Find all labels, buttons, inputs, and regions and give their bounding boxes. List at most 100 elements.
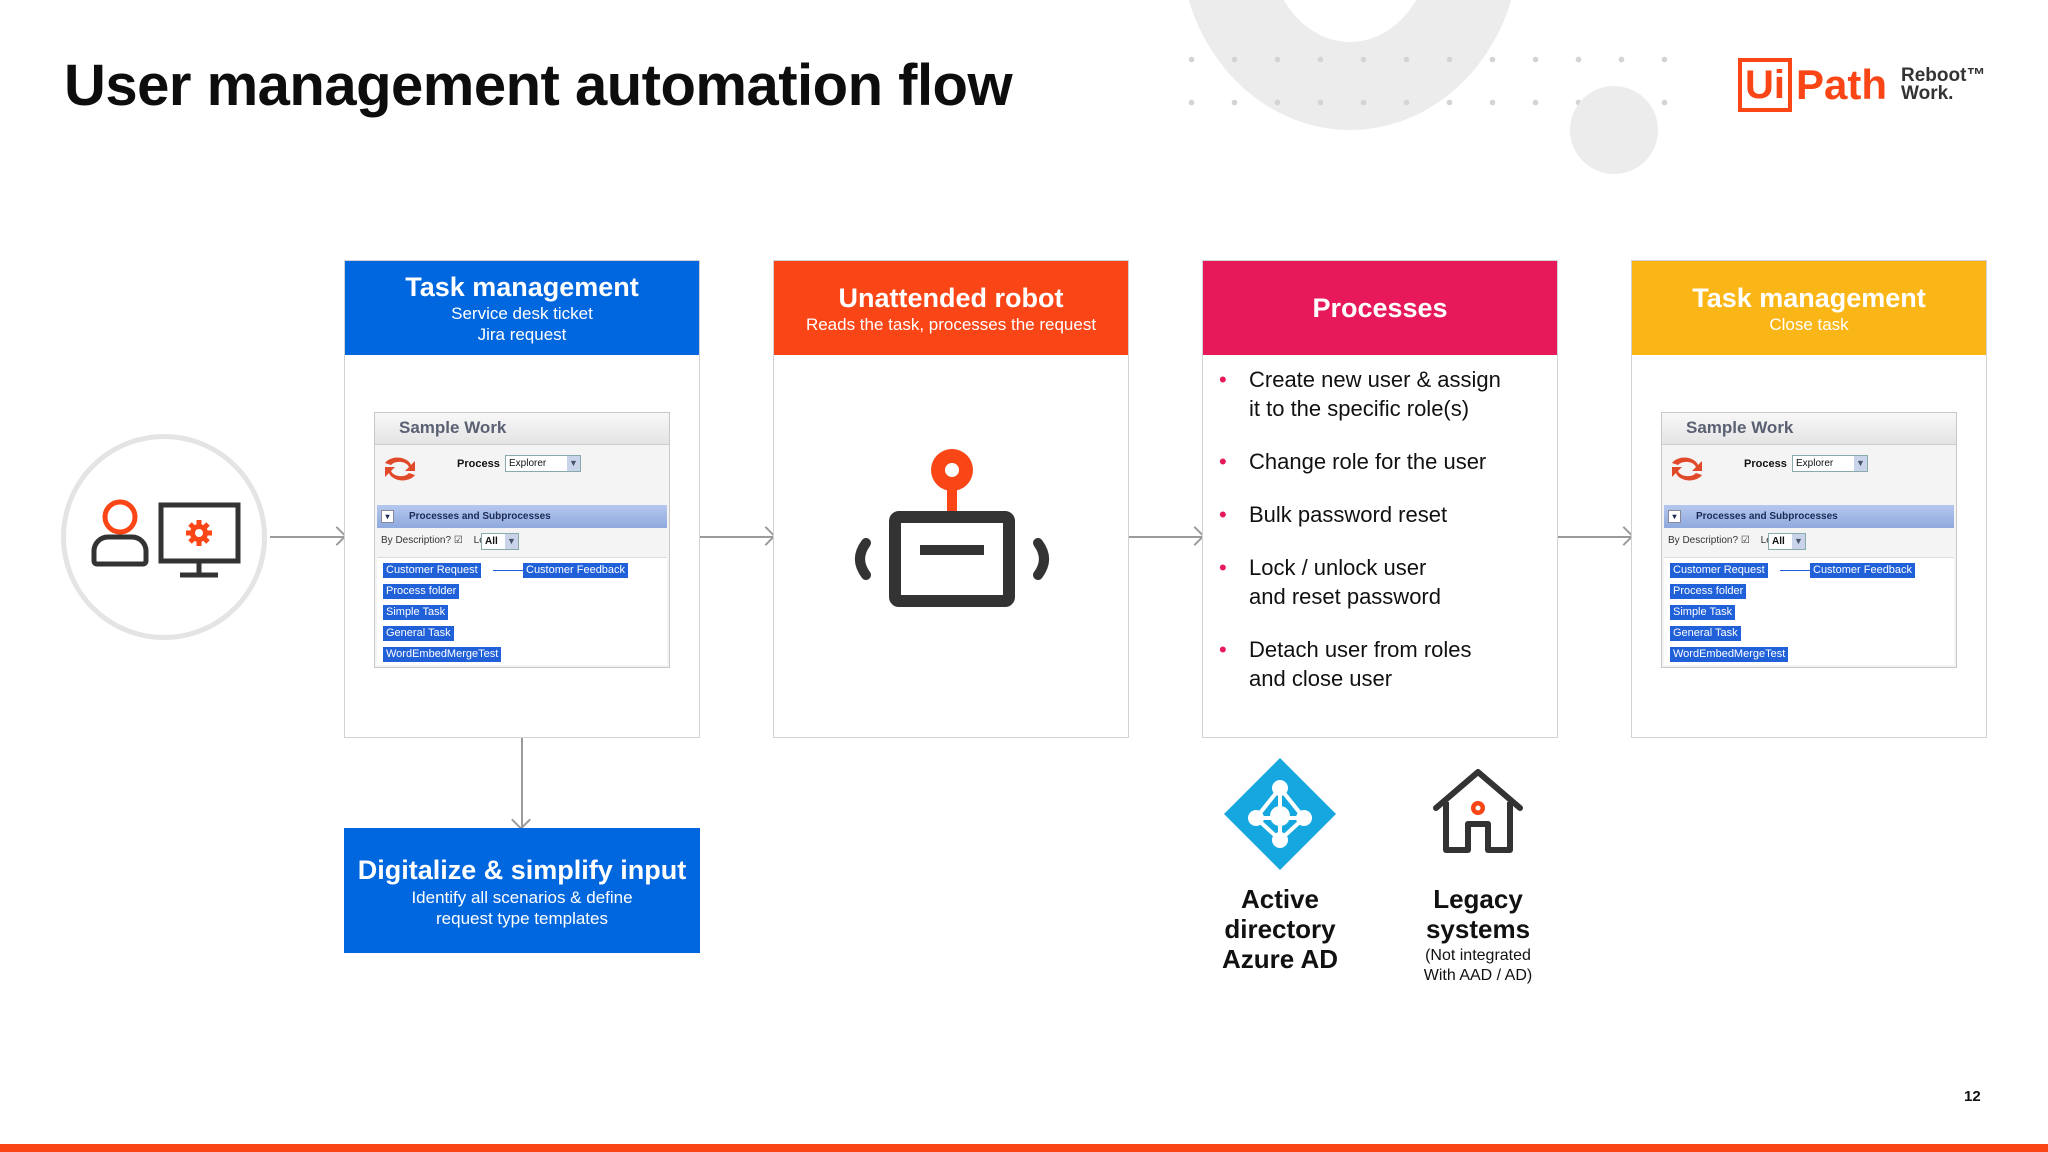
process-tree: Customer Request Customer Feedback Proce… xyxy=(1664,557,1954,665)
collapse-icon: ▾ xyxy=(381,510,394,523)
card-header: Task management Close task xyxy=(1632,261,1986,355)
card-body xyxy=(774,355,1128,737)
card-subtitle: Jira request xyxy=(477,325,567,344)
digitalize-title: Digitalize & simplify input xyxy=(357,854,687,885)
levels-select-value: All xyxy=(1772,536,1785,547)
legacy-systems-note: (Not integrated With AAD / AD) xyxy=(1388,946,1568,986)
process-list: Create new user & assign it to the speci… xyxy=(1219,365,1501,717)
levels-select-value: All xyxy=(485,536,498,547)
monitor-gear-icon xyxy=(158,502,241,578)
page-number: 12 xyxy=(1964,1088,1981,1105)
uipath-logo: Ui Path Reboot™ Work. xyxy=(1738,58,1985,112)
process-item-line: Create new user & assign xyxy=(1249,367,1501,392)
section-bar: ▾ Processes and Subprocesses xyxy=(1664,505,1954,528)
process-item-line: Change role for the user xyxy=(1249,449,1487,474)
note-line: (Not integrated xyxy=(1425,947,1531,964)
card-title: Task management xyxy=(405,272,639,302)
tree-item: Process folder xyxy=(1670,584,1747,599)
user-monitor-illustration xyxy=(91,499,241,578)
process-item-line: it to the specific role(s) xyxy=(1249,396,1470,421)
logo-tagline: Reboot™ Work. xyxy=(1901,65,1986,104)
card-body: Sample Work Process Explorer ▼ ▾ Process… xyxy=(345,355,699,737)
section-label: Processes and Subprocesses xyxy=(409,511,551,522)
tree-item: Customer Feedback xyxy=(1810,563,1916,578)
house-icon xyxy=(1433,769,1523,853)
section-bar: ▾ Processes and Subprocesses xyxy=(377,505,667,528)
azure-ad-icon xyxy=(1224,758,1336,870)
legacy-systems-label: Legacy systems xyxy=(1388,884,1568,944)
tree-connector xyxy=(493,570,523,571)
tree-item: General Task xyxy=(383,626,454,641)
process-label: Process xyxy=(457,458,500,470)
label-line: Legacy xyxy=(1433,884,1523,914)
process-item-line: Bulk password reset xyxy=(1249,502,1448,527)
card-body: Create new user & assign it to the speci… xyxy=(1203,355,1557,737)
process-tree: Customer Request Customer Feedback Proce… xyxy=(377,557,667,665)
card-unattended-robot: Unattended robot Reads the task, process… xyxy=(773,260,1129,738)
checkbox-icon: ☑ xyxy=(453,535,466,546)
card-title: Task management xyxy=(1692,282,1926,313)
robot-icon xyxy=(855,449,1049,607)
flow-arrow-4 xyxy=(1558,536,1631,538)
flow-arrow-3 xyxy=(1129,536,1202,538)
card-body: Sample Work Process Explorer ▼ ▾ Process… xyxy=(1632,355,1986,737)
tree-item: Customer Feedback xyxy=(523,563,629,578)
sample-work-title: Sample Work xyxy=(375,413,669,445)
card-subtitle: Close task xyxy=(1769,314,1849,334)
process-select-value: Explorer xyxy=(1796,458,1834,469)
logo-tagline-line1: Reboot™ xyxy=(1901,65,1986,86)
card-subtitle: Service desk ticket xyxy=(451,304,593,323)
tree-connector xyxy=(1780,570,1810,571)
user-icon xyxy=(91,499,149,567)
levels-select: All ▼ xyxy=(1768,533,1806,550)
process-select-value: Explorer xyxy=(509,458,547,469)
refresh-icon xyxy=(1672,457,1702,481)
card-title: Unattended robot xyxy=(838,282,1064,313)
process-item-line: and reset password xyxy=(1249,584,1441,609)
card-task-management-close: Task management Close task Sample Work P… xyxy=(1631,260,1987,738)
card-header: Unattended robot Reads the task, process… xyxy=(774,261,1128,355)
card-subtitle: Reads the task, processes the request xyxy=(805,314,1097,334)
tree-item: Process folder xyxy=(383,584,460,599)
label-line: directory xyxy=(1224,914,1336,944)
process-item-line: Detach user from roles xyxy=(1249,637,1472,662)
process-item: Change role for the user xyxy=(1219,447,1501,476)
card-header: Processes xyxy=(1203,261,1557,355)
logo-mark: Ui xyxy=(1738,58,1792,112)
bottom-accent-bar xyxy=(0,1144,2048,1152)
label-line: Active xyxy=(1240,884,1320,914)
chevron-down-icon: ▼ xyxy=(1854,456,1867,471)
active-directory-label: Active directory Azure AD xyxy=(1188,884,1372,974)
process-item: Create new user & assign it to the speci… xyxy=(1219,365,1501,423)
logo-name: Path xyxy=(1796,61,1888,108)
process-select: Explorer ▼ xyxy=(505,455,581,472)
label-line: systems xyxy=(1425,914,1531,944)
filter-label: By Description? xyxy=(381,535,452,546)
user-workstation-circle xyxy=(61,434,267,640)
levels-select: All ▼ xyxy=(481,533,519,550)
card-header: Task management Service desk ticket Jira… xyxy=(345,261,699,355)
section-label: Processes and Subprocesses xyxy=(1696,511,1838,522)
flow-arrow-down xyxy=(521,738,523,828)
card-processes: Processes Create new user & assign it to… xyxy=(1202,260,1558,738)
process-select: Explorer ▼ xyxy=(1792,455,1868,472)
sample-work-screenshot: Sample Work Process Explorer ▼ ▾ Process… xyxy=(1661,412,1957,668)
refresh-icon xyxy=(385,457,415,481)
flow-arrow-1 xyxy=(270,536,344,538)
label-line: Azure AD xyxy=(1221,944,1339,974)
tree-item: WordEmbedMergeTest xyxy=(1670,647,1789,662)
process-label: Process xyxy=(1744,458,1787,470)
tree-item: Simple Task xyxy=(1670,605,1736,620)
card-title: Processes xyxy=(1312,293,1448,323)
chevron-down-icon: ▼ xyxy=(1792,534,1805,549)
tree-item: Customer Request xyxy=(1670,563,1768,578)
filter-label: By Description? xyxy=(1668,535,1739,546)
tree-item: General Task xyxy=(1670,626,1741,641)
digitalize-subtitle: Identify all scenarios & define xyxy=(411,887,633,907)
logo-tagline-line2: Work. xyxy=(1901,83,1954,104)
collapse-icon: ▾ xyxy=(1668,510,1681,523)
digitalize-subtitle: request type templates xyxy=(436,908,608,928)
page-title: User management automation flow xyxy=(64,53,1013,118)
sample-work-title: Sample Work xyxy=(1662,413,1956,445)
tree-item: Customer Request xyxy=(383,563,481,578)
